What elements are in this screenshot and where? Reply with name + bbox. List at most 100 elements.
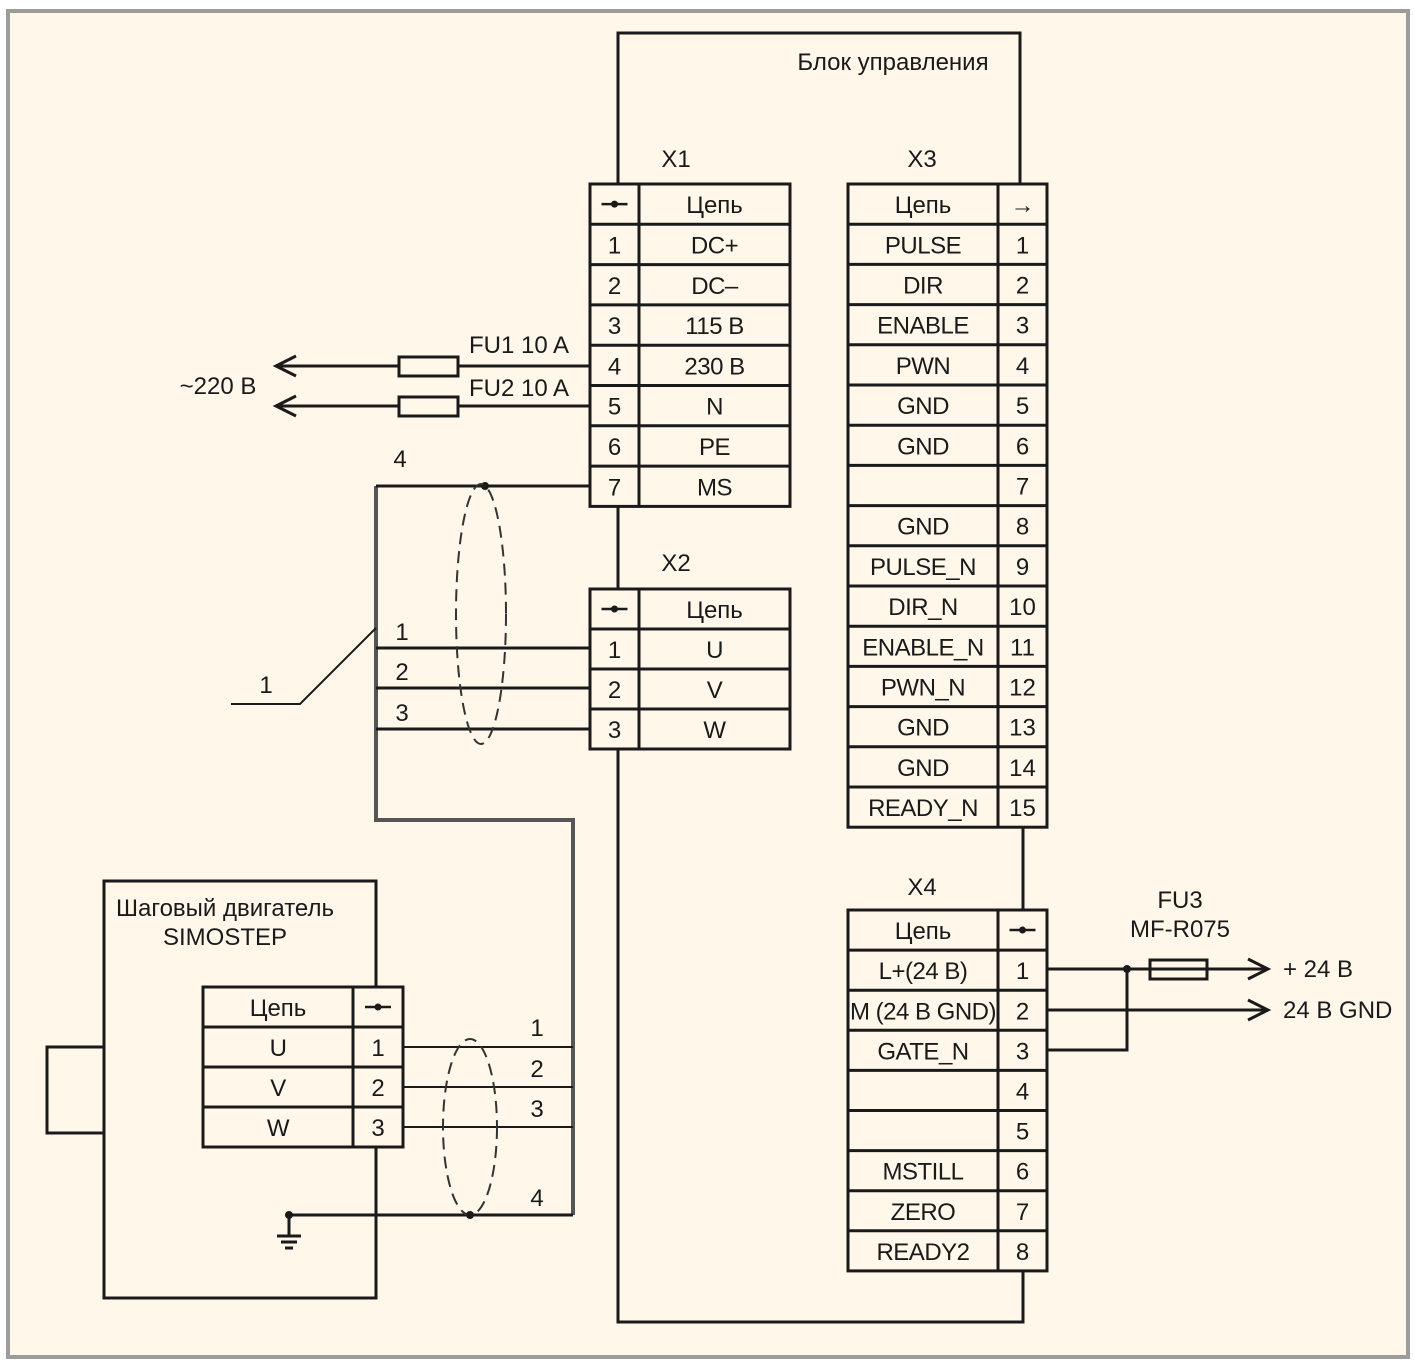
mains-voltage-label: ~220 В	[180, 373, 257, 400]
fuse-fu3-part: MF-R075	[1130, 916, 1230, 943]
cable-callout-leader	[231, 627, 377, 705]
table-row: 3 115 В	[608, 313, 744, 340]
circuit-name: GND	[897, 433, 949, 460]
arrow-right-icon: →	[1011, 192, 1035, 219]
power-plus-24v-label: + 24 В	[1283, 956, 1353, 983]
arrow-left-icon	[272, 394, 297, 418]
header-circuit: Цепь	[895, 192, 952, 219]
pin-number: 1	[608, 232, 621, 259]
power-24v-wiring: FU3 MF-R075 + 24 В 24 В GND	[1047, 887, 1392, 1052]
fuse-fu2-icon	[397, 395, 460, 418]
pin-number: 3	[608, 313, 621, 340]
pin-number: 9	[1016, 554, 1029, 581]
pin-number: 1	[608, 637, 621, 664]
pin-number: 3	[371, 1115, 384, 1142]
pin-number: 8	[1016, 1239, 1029, 1266]
pin-number: 4	[1016, 1078, 1029, 1105]
pin-number: 5	[608, 394, 621, 421]
control-block-bottom-outline	[616, 749, 1025, 1324]
circuit-name: READY2	[876, 1239, 969, 1266]
pin-number: 5	[1016, 1119, 1029, 1146]
pin-number: 6	[608, 434, 621, 461]
diagram-frame	[6, 9, 1410, 1359]
wire-label-4-ctrl: 4	[393, 446, 406, 473]
table-row: 7 ZERO	[891, 1199, 1030, 1226]
pin-number: 4	[608, 353, 621, 380]
table-row: 3 ENABLE	[877, 313, 1029, 340]
fuse-fu1-label: FU1 10 A	[469, 332, 569, 359]
cable-callout-label: 1	[259, 672, 272, 699]
circuit-name: ENABLE	[877, 313, 969, 340]
circuit-name: MSTILL	[882, 1159, 963, 1186]
pin-number: 3	[1016, 313, 1029, 340]
pin-number: 5	[1016, 393, 1029, 420]
arrow-right-icon	[1247, 998, 1272, 1022]
pin-number: 2	[608, 273, 621, 300]
circuit-name: N	[706, 394, 723, 421]
stepper-motor: Шаговый двигатель SIMOSTEP	[45, 879, 378, 1300]
table-row: 1 L+(24 В)	[879, 958, 1030, 985]
arrow-right-icon	[1247, 957, 1272, 981]
pin-number: 1	[1016, 958, 1029, 985]
pin-number: 4	[1016, 353, 1029, 380]
x3-label: X3	[907, 146, 936, 173]
connector-x3-table: Цепь→1PULSE2DIR3ENABLE4PWN5GND6GND78GND9…	[846, 182, 1049, 829]
circuit-name: W	[703, 717, 726, 744]
pin-number: 7	[608, 474, 621, 501]
terminal-dot-icon	[1009, 926, 1036, 934]
ground-icon	[277, 1211, 301, 1250]
wire-gate-n	[1047, 969, 1129, 1052]
circuit-name: W	[267, 1115, 290, 1142]
wire-label-1-motor: 1	[530, 1015, 543, 1042]
x2-label: X2	[661, 550, 690, 577]
terminal-dot-icon	[365, 1003, 391, 1011]
pin-number: 13	[1009, 715, 1036, 742]
control-block-title: Блок управления	[797, 49, 988, 76]
circuit-name: ZERO	[891, 1199, 956, 1226]
terminal-dot-icon	[601, 605, 628, 613]
table-row: 6 MSTILL	[882, 1159, 1029, 1186]
pin-number: 1	[371, 1035, 384, 1062]
motor-outline	[102, 879, 378, 1300]
pin-number: 15	[1009, 795, 1036, 822]
circuit-name: L+(24 В)	[879, 958, 968, 985]
cable-shield-wire	[374, 486, 575, 1215]
pin-number: 14	[1009, 755, 1036, 782]
table-row: 2M (24 В GND)	[850, 998, 1029, 1025]
header-circuit: Цепь	[895, 918, 952, 945]
pin-number: 6	[1016, 1159, 1029, 1186]
circuit-name: PULSE	[885, 232, 961, 259]
circuit-name: PULSE_N	[870, 554, 976, 581]
circuit-name: V	[270, 1075, 286, 1102]
circuit-name: PWN_N	[881, 675, 965, 702]
wire-label-2-motor: 2	[530, 1056, 543, 1083]
pin-number: 11	[1010, 634, 1035, 661]
pin-number: 2	[371, 1075, 384, 1102]
circuit-name: DC–	[691, 273, 739, 300]
pin-number: 2	[1016, 273, 1029, 300]
pin-number: 1	[1016, 232, 1029, 259]
table-row: 2V	[270, 1075, 384, 1102]
circuit-name: GND	[897, 514, 949, 541]
circuit-name: 115 В	[685, 313, 743, 340]
wire-label-3-motor: 3	[530, 1096, 543, 1123]
pin-number: 7	[1016, 1199, 1029, 1226]
table-row: 3W	[267, 1115, 385, 1142]
pin-number: 3	[608, 717, 621, 744]
